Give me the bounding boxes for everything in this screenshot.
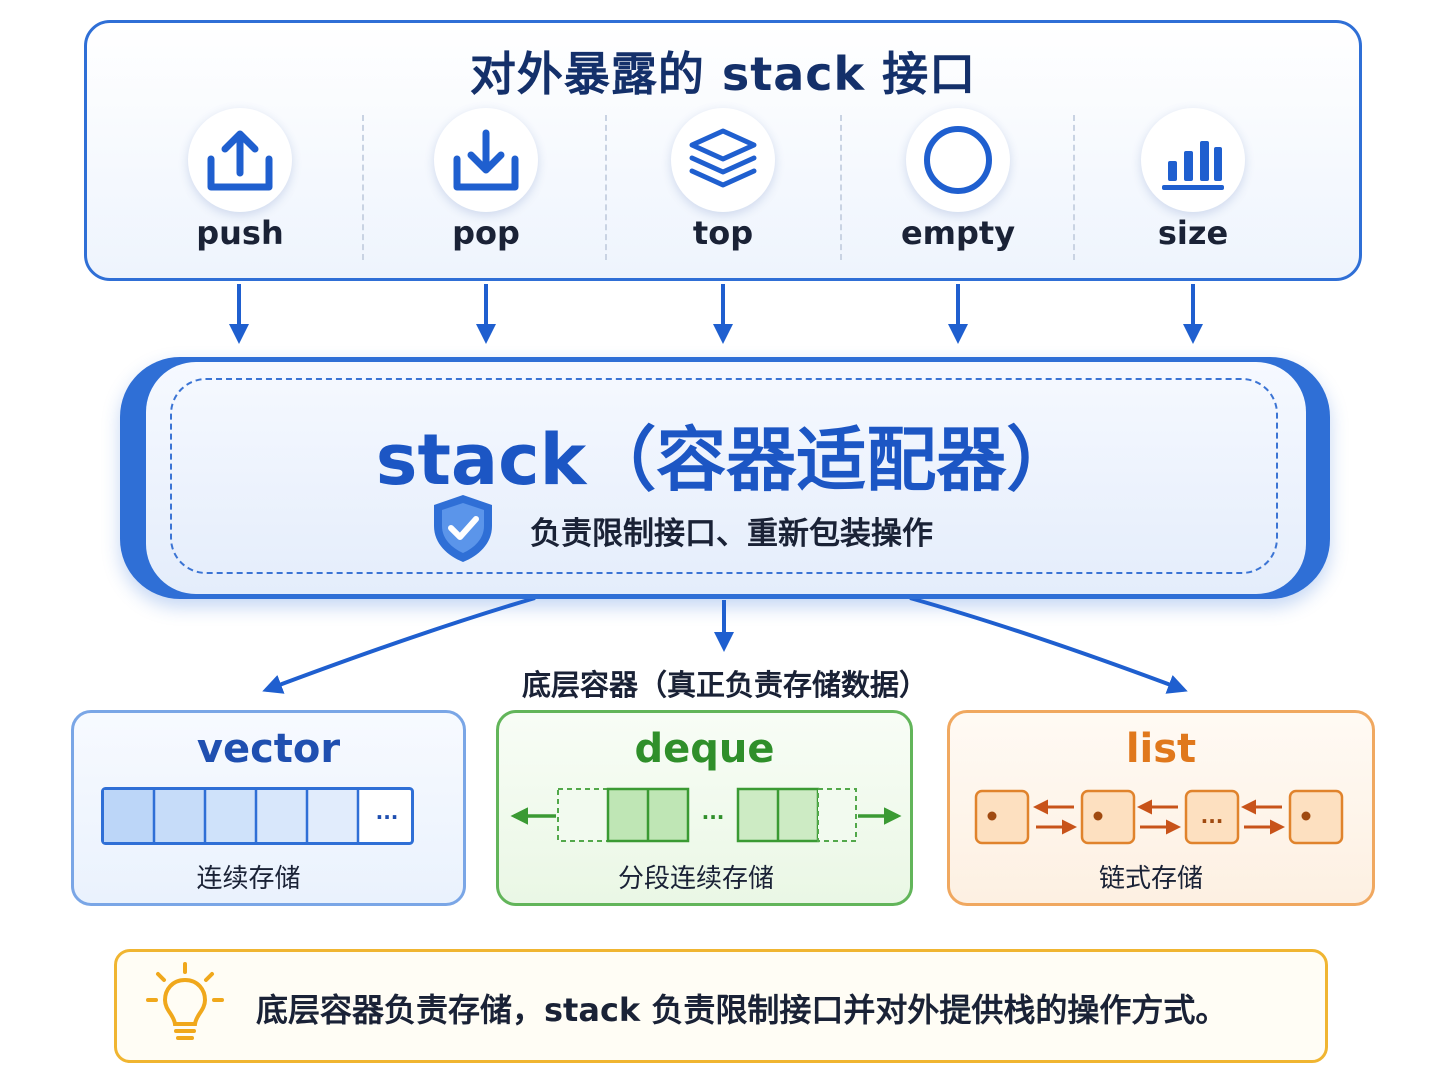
deque-subtitle: 分段连续存储 [617, 864, 774, 894]
deque-segments-visual [508, 786, 904, 850]
shield-check-icon [430, 492, 496, 568]
list-ellipsis: ... [1200, 804, 1224, 828]
interface-push: push [160, 108, 320, 258]
tip-text: 底层容器负责存储，stack 负责限制接口并对外提供栈的操作方式。 [256, 991, 1228, 1029]
deque-title: deque [634, 726, 775, 772]
list-nodes-visual [974, 789, 1346, 851]
download-icon [434, 108, 538, 212]
interface-panel-title: 对外暴露的 stack 接口 [469, 47, 977, 101]
list-subtitle: 链式存储 [1098, 864, 1203, 894]
interface-label: empty [900, 214, 1016, 252]
interface-empty: empty [878, 108, 1038, 258]
tip-box [114, 949, 1328, 1063]
layers-icon [671, 108, 775, 212]
upload-icon [188, 108, 292, 212]
adapter-subtitle: 负责限制接口、重新包装操作 [530, 516, 933, 552]
bar-chart-icon [1141, 108, 1245, 212]
interface-top: top [643, 108, 803, 258]
interface-label: size [1157, 214, 1229, 252]
adapter-title: stack（容器适配器） [375, 419, 1077, 501]
divider [840, 115, 842, 260]
circle-icon [906, 108, 1010, 212]
interface-label: top [692, 214, 754, 252]
vector-subtitle: 连续存储 [196, 864, 301, 894]
adapter-inner [146, 362, 1306, 594]
adapter-dashed-frame [170, 378, 1278, 574]
interface-label: push [196, 214, 284, 252]
vector-ellipsis: ... [375, 800, 399, 824]
list-title: list [1125, 726, 1197, 772]
lightbulb-icon [144, 960, 226, 1054]
divider [605, 115, 607, 260]
divider [362, 115, 364, 260]
interface-pop: pop [406, 108, 566, 258]
vector-array-visual [101, 787, 415, 851]
vector-title: vector [196, 726, 341, 772]
divider [1073, 115, 1075, 260]
interface-size: size [1113, 108, 1273, 258]
underlying-container-label: 底层容器（真正负责存储数据） [521, 668, 928, 702]
deque-ellipsis: ... [701, 800, 725, 824]
interface-label: pop [452, 214, 520, 252]
